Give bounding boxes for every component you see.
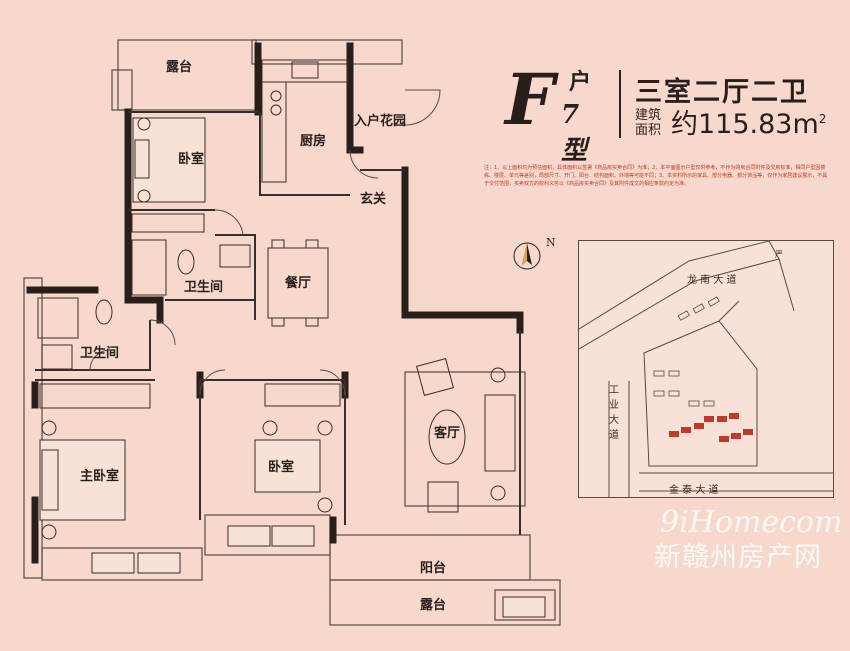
unit-type-xing: 7型 [561,100,588,166]
room-kitchen: 厨房 [300,134,327,149]
armchair-top [416,358,454,396]
unit-type-letter: F [505,58,555,141]
area-label: 建筑面积 [635,108,662,138]
room-master-bedroom: 主卧室 [80,469,120,484]
bed-master [39,439,126,521]
room-terrace-top: 露台 [166,60,193,75]
room-entry-garden: 入户花园 [354,114,407,129]
room-bedroom-mid: 卧室 [268,460,295,475]
road-corner-label: 严 [775,250,783,259]
room-living: 客厅 [434,426,461,441]
room-balcony: 阳台 [420,561,447,576]
terrace-bottom-outline [329,579,561,626]
header-divider [619,70,621,138]
site-map: 龙 南 大 道 工 业 大 道 金 泰 大 道 严 [578,240,834,498]
room-foyer: 玄关 [360,192,387,207]
watermark-chinese: 新赣州房产网 [654,542,822,573]
balcony-left-outline [41,547,203,581]
room-bath-left: 卫生间 [80,346,120,361]
terrace-top-outline [117,39,257,111]
disclaimer-note: 注：1、以上面积均为预估面积，具体面积以签署《商品房买卖合同》为准；2、本平面图… [484,165,828,187]
area-value: 约115.83m2 [671,109,827,140]
road-top-label: 龙 南 大 道 [687,275,737,286]
unit-layout: 三室二厅二卫 [635,77,809,108]
site-highlight-1 [669,431,679,437]
sofa [484,394,516,472]
room-terrace-bottom: 露台 [420,598,447,613]
compass-icon [513,242,541,270]
bed-top [132,117,206,203]
road-bottom-label: 金 泰 大 道 [669,485,719,496]
room-bath-mid: 卫生间 [184,280,224,295]
unit-type-hu: 户 [569,70,592,95]
site-map-drawing [578,240,833,497]
road-left-label: 工 业 大 道 [609,385,619,441]
wall-left-upper [124,108,164,324]
rug [404,371,526,507]
bed-mid [254,439,321,493]
room-bedroom-top: 卧室 [178,152,205,167]
armchair-bottom [427,481,459,513]
watermark-latin: 9iHomecom [660,505,843,540]
coffee-table [428,409,466,465]
compass-north-label: N [546,236,556,249]
room-dining: 餐厅 [285,276,312,291]
